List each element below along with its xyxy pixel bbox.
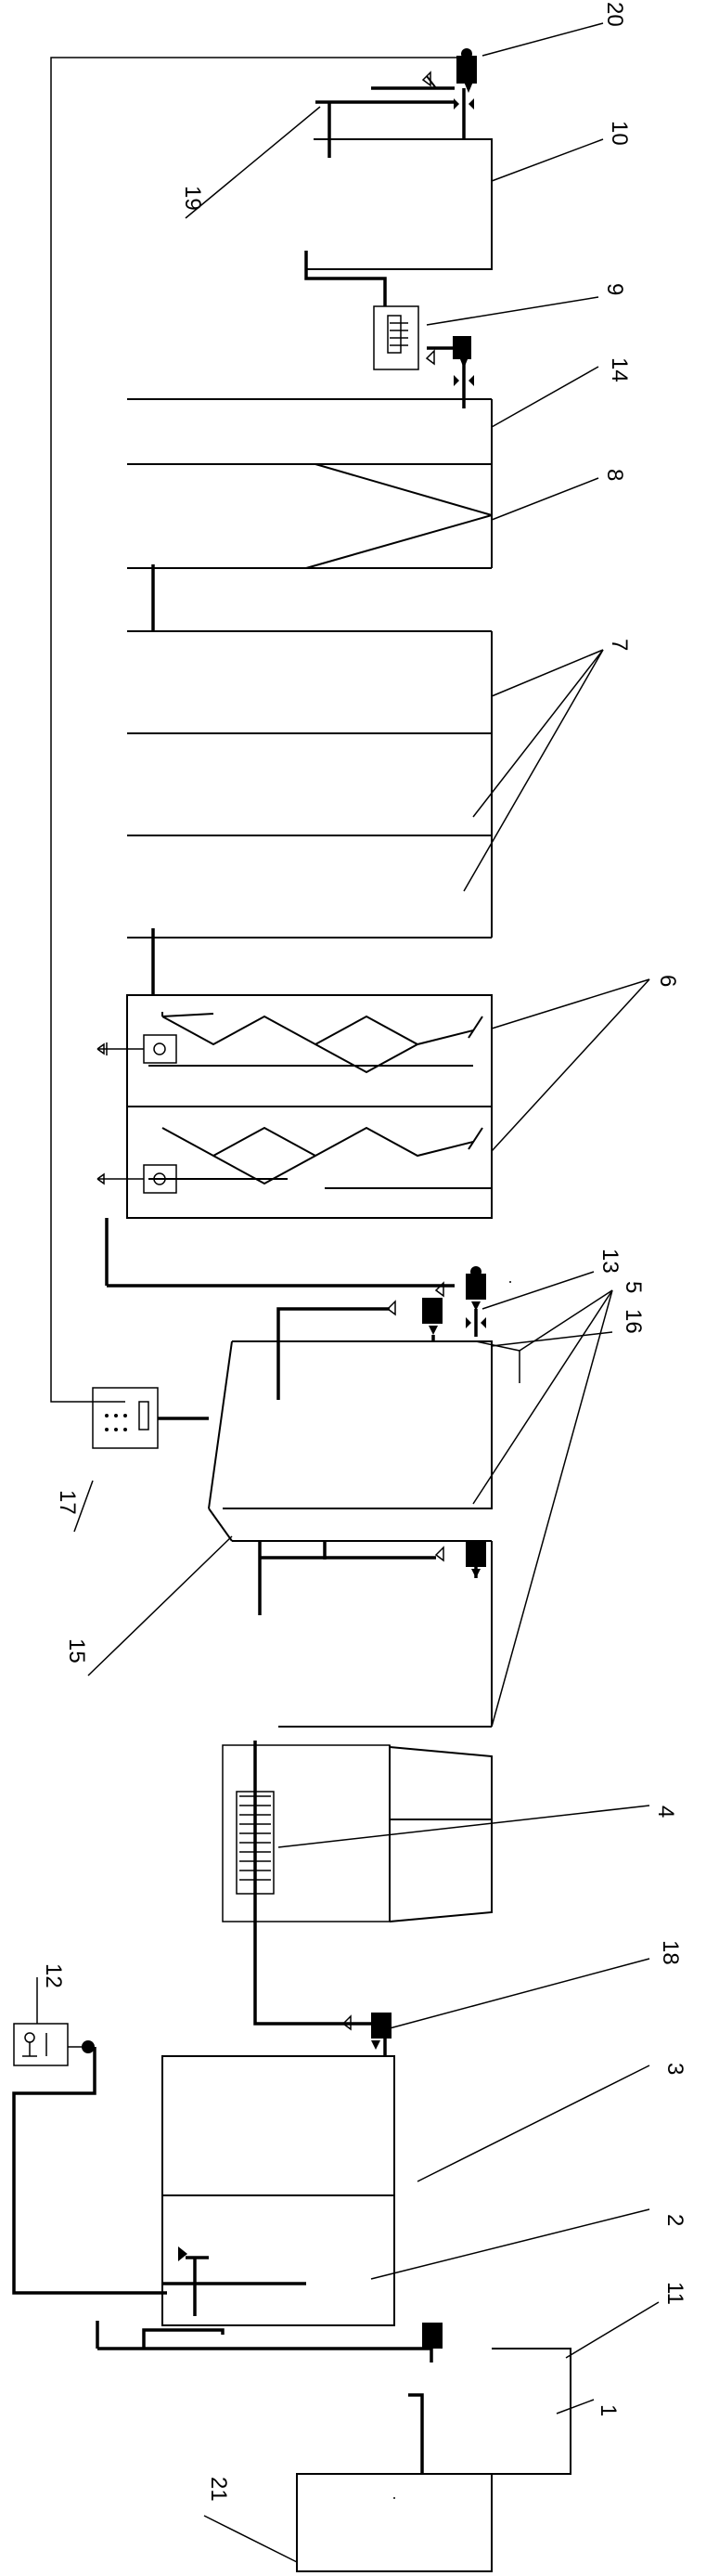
label-8: 8: [602, 469, 627, 481]
pump-icon: [96, 2321, 443, 2362]
label-10: 10: [607, 121, 632, 146]
pump-icon: [325, 1541, 486, 1578]
aerator-icon: [96, 1164, 177, 1194]
label-3: 3: [662, 2063, 687, 2075]
label-20: 20: [602, 2, 627, 27]
aerator-icon: [96, 1013, 214, 1064]
label-6: 6: [655, 975, 680, 987]
return-pipe: [50, 57, 456, 1403]
label-group: 1 2 3 4 5 6 7 8 9 10 11 12 13 14 15 16 1…: [41, 2, 687, 2502]
pipe-10-9: [304, 251, 387, 306]
tank-6: [126, 994, 493, 1219]
label-18: 18: [658, 1940, 683, 1965]
mixer-icon: [178, 2246, 209, 2316]
pump-icon: [386, 1298, 443, 1341]
pump-icon: [341, 2013, 392, 2056]
pump-icon: [371, 48, 477, 93]
tanks-7: [127, 630, 493, 995]
pump-icon: [425, 336, 474, 408]
label-21: 21: [206, 2477, 231, 2502]
label-5: 5: [621, 1281, 646, 1293]
label-7: 7: [607, 639, 632, 651]
label-19: 19: [180, 186, 205, 211]
unit-17: [92, 1387, 159, 1449]
label-13: 13: [597, 1249, 623, 1274]
label-1: 1: [596, 2404, 621, 2416]
unit-4: [222, 1741, 493, 2026]
label-14: 14: [607, 357, 632, 382]
label-2: 2: [662, 2214, 687, 2226]
tanks-3-2: [161, 2055, 395, 2326]
valve-icon: [454, 88, 474, 139]
unit-9: [373, 305, 419, 370]
unit-12: [12, 2023, 167, 2295]
label-9: 9: [602, 283, 627, 295]
tank-1: [408, 2348, 571, 2475]
label-16: 16: [621, 1309, 646, 1334]
label-11: 11: [662, 2282, 687, 2305]
leader-lines: [36, 22, 660, 2563]
tanks-14-8: [127, 398, 493, 631]
label-12: 12: [41, 1963, 66, 1988]
tank-21: [296, 2473, 493, 2572]
label-4: 4: [653, 1806, 678, 1818]
pump-icon: [434, 1266, 520, 1383]
tank-5: [208, 1307, 493, 1728]
pipe-1-2: [142, 2328, 225, 2349]
label-15: 15: [64, 1638, 89, 1663]
label-17: 17: [55, 1490, 80, 1515]
